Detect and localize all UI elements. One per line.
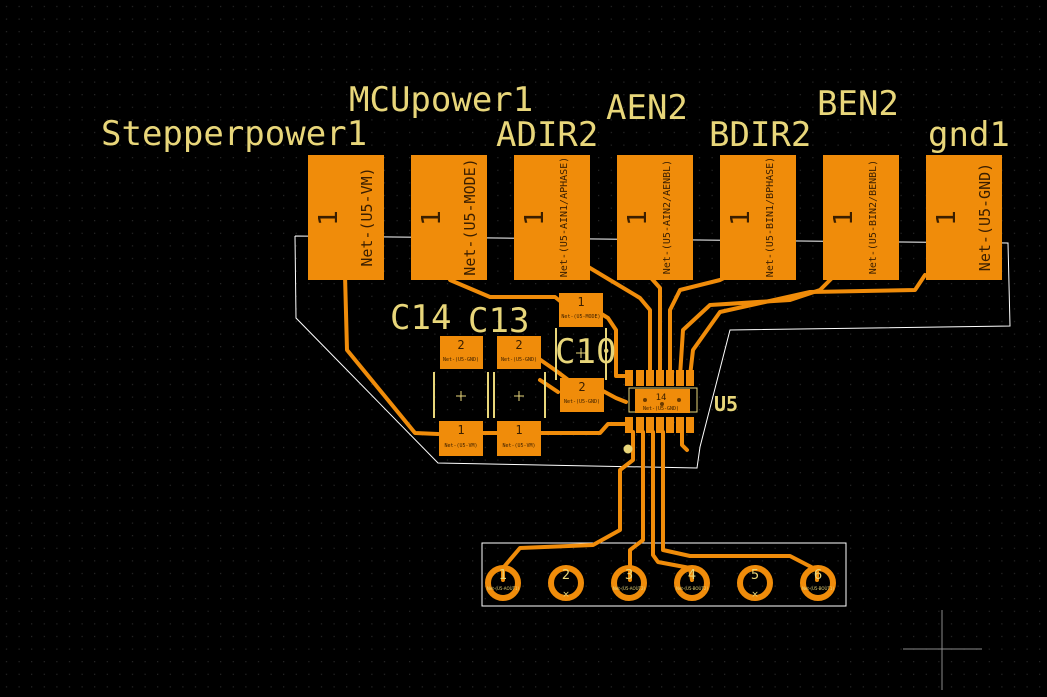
label-ben: BEN2 [817, 84, 899, 124]
pad-num: 1 [623, 210, 653, 226]
pad-num: 2 [515, 338, 522, 352]
pad-mcupower[interactable] [411, 155, 487, 280]
pad-net: Net-(U5-AIN2/AENBL) [662, 160, 673, 274]
label-u5: U5 [714, 392, 738, 416]
reference-labels: Stepperpower1 MCUpower1 ADIR2 AEN2 BDIR2… [101, 80, 1010, 416]
u5-pin[interactable] [646, 370, 654, 386]
pad-num: 1 [515, 423, 522, 437]
connector-pin-num: 2 [562, 568, 570, 583]
connector-pad[interactable] [611, 565, 647, 601]
pad-num: 1 [577, 295, 584, 309]
label-mcupower: MCUpower1 [349, 80, 533, 120]
c13-pad-1[interactable] [497, 421, 541, 456]
pad-num: 1 [314, 210, 344, 226]
u5-thermal-via [677, 398, 681, 402]
u5-pin[interactable] [636, 417, 644, 433]
pad-bdir[interactable] [720, 155, 796, 280]
pad-num: 1 [932, 210, 962, 226]
c10-pad-1[interactable] [559, 293, 603, 327]
c14-pad-2[interactable] [440, 336, 483, 369]
u5-thermal-via [660, 402, 664, 406]
u5-pin[interactable] [636, 370, 644, 386]
u5-pin1-marker [623, 444, 633, 454]
connector-pin-net: × [751, 590, 759, 600]
pad-net: Net-(U5-BIN2/BENBL) [868, 160, 879, 274]
connector-pin-net: × [562, 590, 570, 600]
label-bdir: BDIR2 [709, 115, 811, 155]
pad-net: Net-(U5-GND) [564, 399, 600, 405]
pad-adir[interactable] [514, 155, 590, 280]
origin-crosshair [903, 610, 982, 690]
pad-net: Net-(U5-AIN1/APHASE) [559, 157, 570, 277]
u5-pin[interactable] [666, 370, 674, 386]
pad-net: Net-(U5-VM) [502, 443, 535, 449]
u5-pin[interactable] [646, 417, 654, 433]
u5-pin[interactable] [656, 370, 664, 386]
pad-net: Net-(U5-MODE) [561, 314, 600, 320]
u5-pin[interactable] [676, 417, 684, 433]
connector-pin-net: Net-(U5-BOUT2) [676, 586, 709, 591]
pad-num: 1 [520, 210, 550, 226]
u5-pin[interactable] [666, 417, 674, 433]
pad-net: Net-(U5-VM) [358, 167, 376, 266]
c10-pad-2[interactable] [560, 378, 604, 412]
label-c10: C10 [555, 332, 616, 372]
smd-pads: 1 Net-(U5-MODE) 2 Net-(U5-GND) 2 Net-(U5… [439, 293, 604, 456]
connector-pin-num: 5 [751, 568, 759, 583]
pad-num: 14 [656, 393, 667, 403]
u5-pin[interactable] [676, 370, 684, 386]
pad-net: Net-(U5-GND) [643, 406, 679, 412]
connector-pin-num: 1 [499, 568, 507, 583]
motor-connector: 1 Net-(U5-AOUT1) 2 × 3 Net-(U5-AOUT2) 4 … [485, 565, 836, 601]
pad-ben[interactable] [823, 155, 899, 280]
pad-net: Net-(U5-MODE) [461, 158, 479, 275]
label-aen: AEN2 [606, 88, 688, 128]
u5-pin[interactable] [686, 370, 694, 386]
label-adir: ADIR2 [496, 115, 598, 155]
pad-net: Net-(U5-GND) [501, 357, 537, 363]
pad-num: 2 [457, 338, 464, 352]
capacitor-silkscreen [433, 328, 607, 418]
connector-pin-net: Net-(U5-AOUT1) [487, 586, 520, 591]
label-stepperpower: Stepperpower1 [101, 114, 367, 154]
connector-pad[interactable] [674, 565, 710, 601]
connector-pad[interactable] [737, 565, 773, 601]
pad-aen[interactable] [617, 155, 693, 280]
pad-num: 1 [457, 423, 464, 437]
pad-num: 1 [726, 210, 756, 226]
u5-thermal-via [643, 398, 647, 402]
pad-net: Net-(U5-VM) [444, 443, 477, 449]
pad-num: 1 [829, 210, 859, 226]
pad-gnd[interactable] [926, 155, 1002, 280]
c13-pad-2[interactable] [497, 336, 541, 369]
pad-net: Net-(U5-GND) [443, 357, 479, 363]
c14-pad-1[interactable] [439, 421, 483, 456]
pad-net: Net-(U5-GND) [976, 163, 994, 271]
u5-footprint: 14 Net-(U5-GND) [623, 370, 698, 454]
header-pad-texts: 1 Net-(U5-VM) 1 Net-(U5-MODE) 1 Net-(U5-… [314, 157, 994, 277]
connector-pad[interactable] [548, 565, 584, 601]
connector-pad[interactable] [800, 565, 836, 601]
connector-pad[interactable] [485, 565, 521, 601]
u5-pin[interactable] [686, 417, 694, 433]
connector-pin-net: Net-(U5-AOUT2) [613, 586, 646, 591]
u5-pin[interactable] [625, 417, 633, 433]
label-c13: C13 [468, 301, 529, 341]
pad-num: 1 [417, 210, 447, 226]
connector-pin-net: Net-(U5-BOUT1) [802, 586, 835, 591]
connector-pin-num: 6 [814, 568, 822, 583]
u5-pin[interactable] [625, 370, 633, 386]
u5-pin[interactable] [656, 417, 664, 433]
header-pads [308, 155, 1002, 280]
label-gnd: gnd1 [928, 115, 1010, 155]
pad-net: Net-(U5-BIN1/BPHASE) [765, 157, 776, 277]
pad-stepperpower[interactable] [308, 155, 384, 280]
connector-pin-num: 4 [688, 568, 696, 583]
connector-pin-num: 3 [625, 568, 633, 583]
label-c14: C14 [390, 298, 451, 338]
pad-num: 2 [578, 380, 585, 394]
